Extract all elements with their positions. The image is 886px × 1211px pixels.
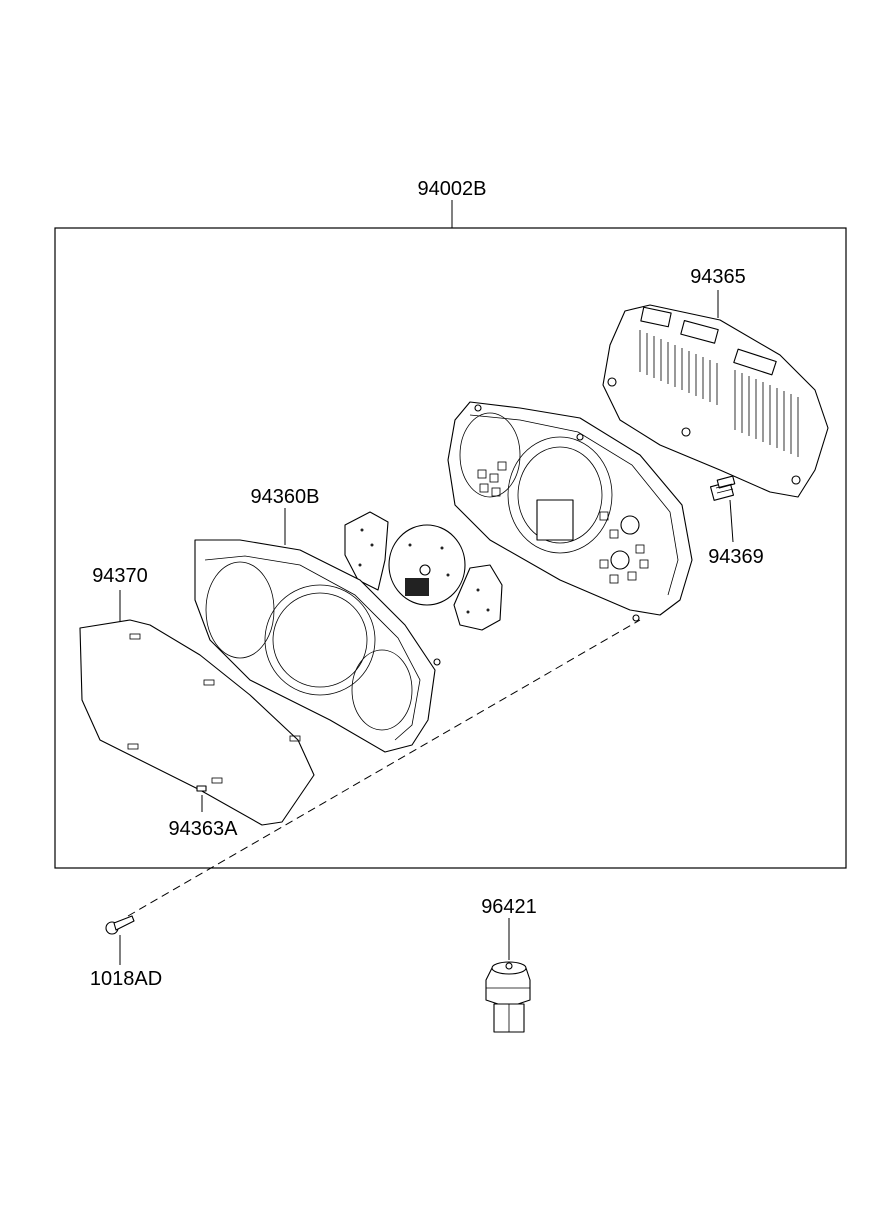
- glass-clip-part: [196, 785, 207, 792]
- assembly-frame: [54, 227, 847, 869]
- speed-sensor-part: [485, 961, 531, 1033]
- screw-guide-line: [127, 619, 641, 917]
- label-94370: 94370: [92, 565, 148, 587]
- window-glass-part: [79, 619, 315, 826]
- rear-cover-part: [602, 304, 829, 498]
- dial-faces: [344, 511, 503, 631]
- bulb-socket-part: [709, 475, 736, 501]
- main-housing: [447, 401, 693, 622]
- assembly-label: 94002B: [418, 178, 487, 200]
- label-96421: 96421: [481, 896, 537, 918]
- label-94369: 94369: [708, 546, 764, 568]
- label-1018AD: 1018AD: [90, 968, 162, 990]
- label-94365: 94365: [690, 266, 746, 288]
- screw-part: [105, 915, 135, 935]
- label-94360B: 94360B: [251, 486, 320, 508]
- cluster-housing-part: [194, 539, 441, 753]
- label-94363A: 94363A: [169, 818, 239, 840]
